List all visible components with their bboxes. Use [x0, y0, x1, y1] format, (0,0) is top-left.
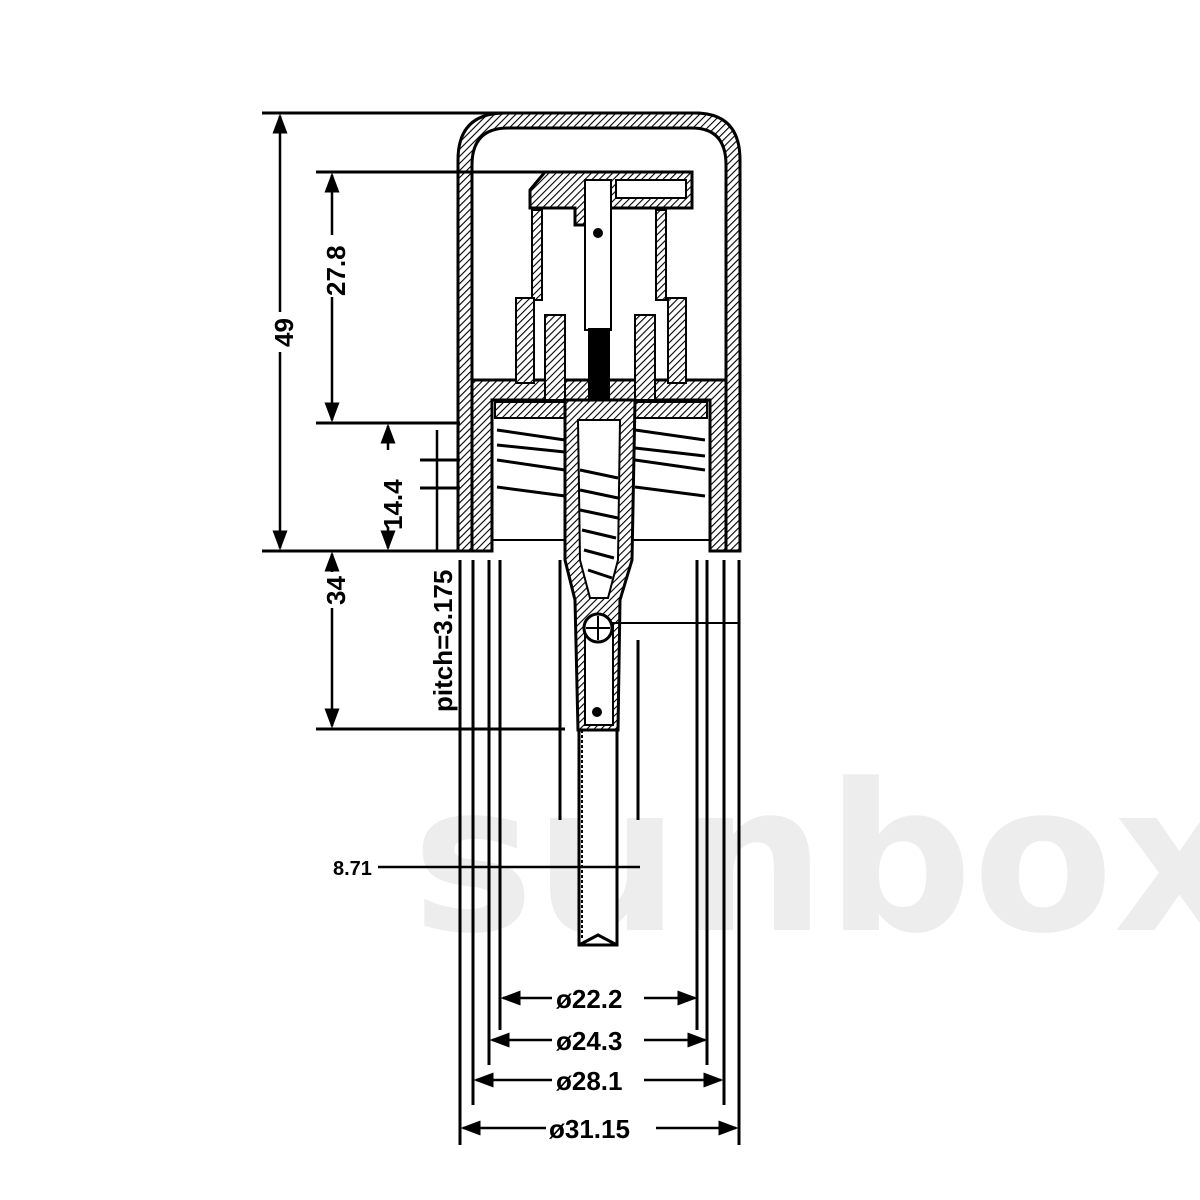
- watermark: sunbox: [412, 741, 1200, 979]
- dim-dia-24-3: ø24.3: [556, 1026, 623, 1056]
- thread-lines: [496, 428, 706, 498]
- actuator: [515, 170, 694, 478]
- dim-34: 34: [321, 576, 351, 605]
- dim-27-8: 27.8: [321, 245, 351, 296]
- overcap: [456, 111, 742, 553]
- dim-dia-28-1: ø28.1: [556, 1066, 623, 1096]
- dip-tube: [577, 728, 619, 947]
- dim-49: 49: [269, 318, 299, 347]
- dim-dia-22-2: ø22.2: [556, 984, 623, 1014]
- extension-lines: [262, 111, 741, 1145]
- dimension-labels: 49 27.8 14.4 34 pitch=3.175 8.71 ø22.2 ø…: [268, 235, 656, 1144]
- dim-8-71: 8.71: [333, 858, 372, 880]
- dim-pitch: pitch=3.175: [428, 570, 458, 712]
- dim-14-4: 14.4: [378, 479, 408, 530]
- dim-dia-31-15: ø31.15: [549, 1114, 630, 1144]
